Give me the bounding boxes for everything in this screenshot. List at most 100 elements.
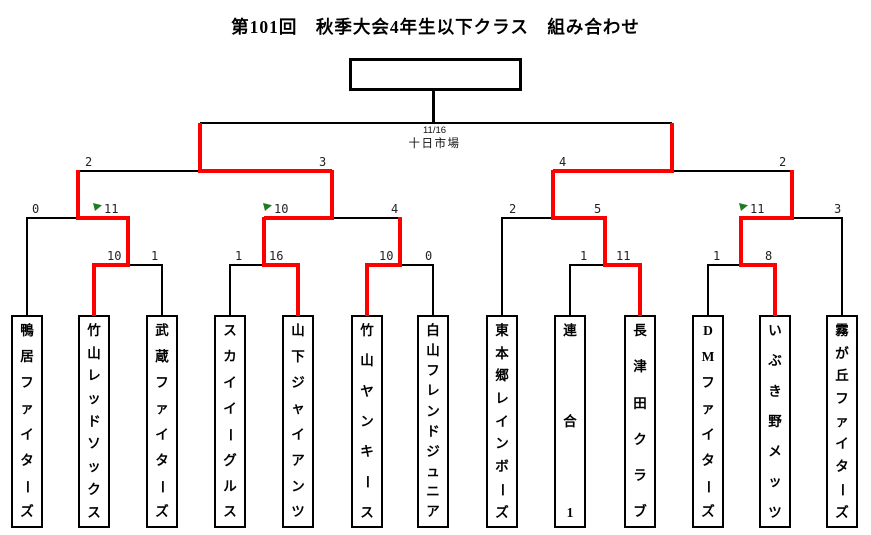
score-sf2-right: 2 <box>779 155 787 169</box>
bracket-line <box>569 264 571 316</box>
team-name-char: 1 <box>566 504 574 520</box>
team-name-char: ク <box>87 481 101 497</box>
team-name-char: 白 <box>426 323 440 338</box>
team-name-char: ッ <box>87 459 101 475</box>
winner-path-line <box>553 169 674 173</box>
winner-path-line <box>773 264 777 316</box>
team-name-char: 丘 <box>835 368 849 384</box>
winner-path-line <box>638 264 642 316</box>
score-r1m4-right: 11 <box>616 249 631 263</box>
team-name-char: メ <box>768 444 782 459</box>
team-name-char: 東 <box>495 323 509 338</box>
team-name-char: 田 <box>633 395 647 411</box>
team-name-char: 下 <box>291 348 305 364</box>
team-name-char: 竹 <box>360 323 374 338</box>
score-sf1-left: 2 <box>85 155 93 169</box>
team-name-char: レ <box>87 368 101 384</box>
winner-path-line <box>365 264 369 316</box>
team-name-char: フ <box>155 374 169 390</box>
winner-flag-icon <box>93 203 102 211</box>
team-name-char: カ <box>223 348 237 364</box>
score-r1m1-left: 10 <box>107 249 122 263</box>
team-name-char: 合 <box>563 413 577 429</box>
champion-box <box>349 58 522 91</box>
winner-path-line <box>264 216 334 220</box>
bracket-line <box>26 217 28 316</box>
team-name-char: ー <box>154 479 170 494</box>
team-name-char: 竹 <box>87 323 101 338</box>
team-box-kirigaoka-fighters: 霧が丘ファイターズ <box>826 315 858 528</box>
score-r1m1-right: 1 <box>151 249 159 263</box>
team-name-char: ジ <box>291 374 305 390</box>
team-name-char: D <box>703 323 713 338</box>
team-name-char: フ <box>835 391 849 407</box>
team-name-char: ァ <box>20 400 34 416</box>
winner-path-line <box>76 170 80 219</box>
team-name-char: イ <box>835 436 849 452</box>
score-qf3-left: 2 <box>509 202 517 216</box>
team-name-char: ク <box>633 431 647 447</box>
page-title: 第101回 秋季大会4年生以下クラス 組み合わせ <box>231 17 640 37</box>
team-name-char: 霧 <box>835 323 849 338</box>
team-name-char: 居 <box>20 348 34 364</box>
team-name-char: ズ <box>20 504 34 520</box>
team-box-yamashita-giants: 山下ジャイアンツ <box>282 315 314 528</box>
winner-path-line <box>551 170 555 219</box>
winner-path-line <box>603 263 642 267</box>
team-name-char: 郷 <box>495 368 509 384</box>
team-name-char: ズ <box>701 504 715 520</box>
team-name-char: ぶ <box>768 353 782 369</box>
team-name-char: ド <box>87 413 101 429</box>
score-r1m3-right: 0 <box>425 249 433 263</box>
team-name-char: ジ <box>426 443 440 459</box>
team-name-char: ー <box>700 479 716 494</box>
team-name-char: M <box>701 348 715 364</box>
team-name-char: ラ <box>633 468 647 484</box>
winner-path-line <box>126 217 130 266</box>
team-name-char: 本 <box>495 345 509 361</box>
team-box-takeyama-yankees: 竹山ヤンキース <box>351 315 383 528</box>
winner-path-line <box>739 217 743 266</box>
team-name-char: ド <box>426 423 440 439</box>
bracket-line <box>161 264 163 316</box>
team-name-char: 山 <box>426 343 440 359</box>
team-name-char: ー <box>359 475 375 489</box>
team-name-char: ン <box>426 403 440 419</box>
winner-path-line <box>92 263 130 267</box>
team-name-char: ス <box>87 504 101 520</box>
team-name-char: タ <box>701 452 715 468</box>
team-box-musashi-fighters: 武蔵ファイターズ <box>146 315 178 528</box>
score-r1m2-right: 16 <box>269 249 284 263</box>
score-qf1-right: 11 <box>104 202 119 216</box>
winner-path-line <box>603 217 607 266</box>
winner-path-line <box>551 216 607 220</box>
team-name-char: ニ <box>426 484 440 500</box>
winner-flag-icon <box>263 203 272 211</box>
score-r1m5-left: 1 <box>713 249 721 263</box>
team-name-char: レ <box>495 391 509 407</box>
team-name-char: ァ <box>155 400 169 416</box>
team-name-char: 津 <box>633 359 647 375</box>
winner-path-line <box>76 216 130 220</box>
team-name-char: イ <box>223 400 237 416</box>
team-name-char: ヤ <box>360 383 374 399</box>
team-name-char: タ <box>20 452 34 468</box>
score-qf1-left: 0 <box>32 202 40 216</box>
winner-path-line <box>670 123 674 172</box>
team-name-char: イ <box>20 426 34 442</box>
team-name-char: イ <box>701 426 715 442</box>
team-box-ibukino-mets: いぶき野メッツ <box>759 315 791 528</box>
team-name-char: ズ <box>835 504 849 520</box>
bracket-line <box>841 217 843 316</box>
team-name-char: ス <box>223 504 237 520</box>
score-r1m5-right: 8 <box>765 249 773 263</box>
team-name-char: ー <box>19 479 35 494</box>
team-name-char: ソ <box>87 436 101 452</box>
bracket-line <box>432 264 434 316</box>
score-qf4-left: 11 <box>750 202 765 216</box>
team-name-char: ン <box>291 478 305 494</box>
team-name-char: タ <box>155 452 169 468</box>
team-name-char: ブ <box>633 504 647 520</box>
team-name-char: フ <box>426 363 440 379</box>
